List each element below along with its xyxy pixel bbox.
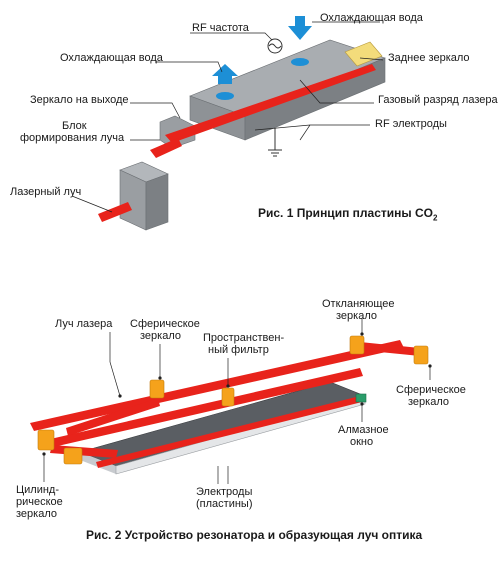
leader-dot-filter: [226, 384, 230, 388]
slab-laser-diagram: [71, 16, 386, 231]
resonator-diagram: [30, 318, 432, 484]
label-rf-electrodes: RF электроды: [375, 118, 447, 130]
label-spherical-left-line2: зеркало: [140, 330, 181, 342]
figure-1: RF частота Охлаждающая вода Охлаждающая …: [0, 0, 500, 270]
diamond-window: [355, 393, 367, 403]
label-gas-discharge: Газовый разряд лазера: [378, 94, 498, 106]
leader-dot-sph-left: [158, 376, 162, 380]
label-spherical-right-line2: зеркало: [408, 396, 449, 408]
label-beam-shaper-line2: формирования луча: [20, 132, 125, 144]
label-cylindrical-line3: зеркало: [16, 508, 57, 520]
ground-icon: [268, 128, 282, 157]
label-beam-shaper-line1: Блок: [62, 120, 87, 132]
label-electrodes-line2: (пластины): [196, 498, 253, 510]
label-spherical-right-line1: Сферическое: [396, 384, 466, 396]
label-spatial-filter-line1: Пространствен-: [203, 332, 285, 344]
label-diamond-window-line1: Алмазное: [338, 424, 389, 436]
leader-dot-beam: [118, 394, 122, 398]
figure-2: Луч лазера Сферическое зеркало Откланяющ…: [0, 270, 500, 562]
label-cooling-water-left: Охлаждающая вода: [60, 52, 163, 64]
water-port-right-icon: [291, 58, 309, 66]
label-output-mirror: Зеркало на выходе: [30, 94, 129, 106]
label-electrodes-line1: Электроды: [196, 486, 253, 498]
beam-shaper-side: [145, 173, 169, 231]
spherical-mirror-right: [413, 345, 429, 365]
label-spherical-left-line1: Сферическое: [130, 318, 200, 330]
beam-main-long: [30, 340, 404, 431]
beam-lower-pass: [46, 368, 363, 448]
water-port-left-icon: [216, 92, 234, 100]
beam-lower-edge: [96, 396, 362, 468]
deflecting-mirror: [349, 335, 365, 355]
cylindrical-mirror-bottom: [63, 447, 83, 465]
laser-beam-internal: [165, 64, 376, 143]
leader-dot-window: [360, 402, 364, 406]
label-deflecting-line1: Откланяющее: [322, 298, 395, 310]
label-spatial-filter-line2: ный фильтр: [208, 344, 269, 356]
label-rf-frequency: RF частота: [192, 22, 249, 34]
laser-beam-output: [98, 202, 132, 222]
leader-dot-deflecting: [360, 332, 364, 336]
label-rear-mirror: Заднее зеркало: [388, 52, 470, 64]
label-cooling-water-right: Охлаждающая вода: [320, 12, 423, 24]
spherical-mirror-left: [149, 379, 165, 399]
label-cylindrical-line2: рическое: [16, 496, 63, 508]
laser-beam-mid: [150, 138, 182, 158]
cylindrical-mirror-left: [37, 429, 55, 451]
caption-figure-1-text: Рис. 1 Принцип пластины CO: [258, 206, 433, 220]
beam-upper-pass: [66, 398, 160, 436]
caption-figure-1-subscript: 2: [432, 213, 438, 223]
label-laser-beam: Лазерный луч: [10, 186, 82, 198]
label-laser-beam-2: Луч лазера: [55, 318, 113, 330]
spatial-filter: [221, 387, 235, 407]
caption-figure-2: Рис. 2 Устройство резонатора и образующа…: [86, 528, 423, 542]
label-deflecting-line2: зеркало: [336, 310, 377, 322]
label-cylindrical-line1: Цилинд-: [16, 484, 60, 496]
caption-figure-1: Рис. 1 Принцип пластины CO2: [258, 206, 437, 222]
beam-out-right: [360, 342, 420, 356]
water-out-arrow-icon: [288, 16, 312, 40]
leader-dot-sph-right: [428, 364, 432, 368]
rear-mirror: [344, 41, 383, 67]
label-diamond-window-line2: окно: [350, 436, 374, 448]
leader-dot-cyl: [42, 452, 46, 456]
water-in-arrow-icon: [212, 64, 238, 84]
